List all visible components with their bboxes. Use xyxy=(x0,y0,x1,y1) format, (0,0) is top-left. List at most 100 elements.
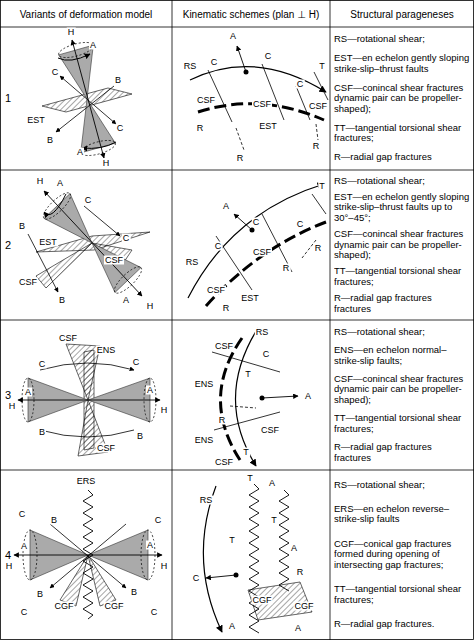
sketch-label: CSF xyxy=(104,256,124,265)
sketch-stroke xyxy=(206,575,236,578)
sketch-stroke xyxy=(40,363,134,370)
sketch-label: B xyxy=(18,222,26,231)
sketch-label: C xyxy=(296,80,305,89)
sketch-stroke xyxy=(190,67,326,92)
sketch-label: C xyxy=(122,234,131,243)
sketch-stroke xyxy=(206,222,326,306)
sketch-stroke xyxy=(312,194,326,214)
sketch-stroke xyxy=(0,470,474,471)
sketch-label: C xyxy=(192,574,201,583)
sketch-stroke xyxy=(44,194,92,243)
column-header: Structural parageneses xyxy=(331,1,473,27)
paragenesis-entry: CGF—conical gap fractures formed during … xyxy=(334,539,471,571)
sketch-stroke xyxy=(82,142,116,148)
sketch-label: C xyxy=(150,608,159,617)
sketch-label: R xyxy=(296,568,305,577)
sketch-label: A xyxy=(304,392,312,401)
kinematic-scheme-4 xyxy=(203,484,312,633)
paragenesis-entry: TT—tangential torsional shear fractures; xyxy=(334,413,471,434)
sketch-stroke xyxy=(0,170,474,171)
sketch-stroke xyxy=(84,206,120,236)
paragenesis-entry: RS—rotational shear; xyxy=(334,34,471,45)
paragenesis-entry: R—radial gap fractures fractures xyxy=(334,442,471,463)
sketch-stroke xyxy=(262,64,284,120)
sketch-label: RS xyxy=(183,62,198,71)
paragenesis-entry: RS—rotational shear; xyxy=(334,480,471,491)
sketch-label: CGF xyxy=(104,602,125,611)
deformation-model-3 xyxy=(18,344,160,456)
sketch-stroke xyxy=(56,86,114,132)
sketch-label: C xyxy=(296,220,305,229)
sketch-label: RS xyxy=(185,258,200,267)
sketch-label: A xyxy=(146,541,154,550)
sketch-label: T xyxy=(318,62,326,71)
paragenesis-entry: R—radial gap fractures xyxy=(334,152,471,163)
sketch-stroke xyxy=(203,486,222,632)
sketch-label: B xyxy=(50,516,58,525)
row-number: 2 xyxy=(4,240,12,251)
paragenesis-entry: RS—rotational shear; xyxy=(334,327,471,338)
sketch-label: C xyxy=(116,124,125,133)
sketch-label: A xyxy=(268,479,276,488)
column-header: Variants of deformation model xyxy=(2,1,170,27)
sketch-stroke xyxy=(330,0,331,640)
sketch-label: A xyxy=(222,202,230,211)
sketch-stroke xyxy=(60,76,116,124)
sketch-stroke xyxy=(236,128,244,150)
paragenesis-entry: EST—en echelon gently sloping strike-sli… xyxy=(334,53,471,74)
sketch-label: H xyxy=(8,402,17,411)
kinematic-scheme-3 xyxy=(212,328,298,466)
sketch-stroke xyxy=(50,524,126,588)
sketch-stroke xyxy=(262,214,292,272)
sketch-label: CSF xyxy=(308,102,328,111)
paragenesis-entry: TT—tangential torsional shear fractures; xyxy=(334,584,471,605)
sketch-stroke xyxy=(237,46,246,72)
sketch-stroke xyxy=(58,54,90,60)
sketch-label: A xyxy=(290,544,298,553)
sketch-label: T xyxy=(244,370,252,379)
sketch-label: EST xyxy=(240,294,260,303)
paragenesis-cell: RS—rotational shear; EST—en echelon gentl… xyxy=(334,173,471,317)
sketch-label: CGF xyxy=(54,602,75,611)
sketch-label: C xyxy=(210,58,219,67)
sketch-label: CSF xyxy=(96,444,116,453)
sketch-stroke xyxy=(234,214,252,230)
sketch-label: R xyxy=(312,142,321,151)
sketch-stroke xyxy=(314,72,328,100)
sketch-label: A xyxy=(24,388,32,397)
sketch-label: R xyxy=(222,304,231,313)
sketch-label: A xyxy=(294,624,302,633)
sketch-label: C xyxy=(264,52,273,61)
paragenesis-entry: CSF—conincal shear fractures dynamic pai… xyxy=(334,374,471,406)
paragenesis-entry: EST—en echelon gently sloping strike-sli… xyxy=(334,192,471,224)
paragenesis-entry: R—radial gap fractures. xyxy=(334,619,471,630)
sketch-label: B xyxy=(58,296,66,305)
sketch-label: R xyxy=(314,244,323,253)
sketch-label: A xyxy=(76,148,84,157)
sketch-label: H xyxy=(102,159,111,168)
sketch-label: CSF xyxy=(18,278,38,287)
sketch-label: B xyxy=(136,432,144,441)
sketch-stroke xyxy=(262,396,298,398)
sketch-label: EST xyxy=(26,116,46,125)
sketch-label: T xyxy=(228,536,236,545)
paragenesis-entry: RS—rotational shear; xyxy=(334,176,471,187)
paragenesis-entry: ENS—en echelon normal–strike-slip faults… xyxy=(334,345,471,366)
sketch-label: C xyxy=(154,516,163,525)
sketch-stroke xyxy=(172,0,173,640)
sketch-label: CSF xyxy=(58,334,78,343)
sketch-label: CGF xyxy=(252,596,273,605)
sketch-stroke xyxy=(188,184,324,298)
sketch-stroke xyxy=(44,191,142,296)
sketch-label: C xyxy=(51,68,60,77)
sketch-label: C xyxy=(132,358,141,367)
paragenesis-entry: ERS—en echelon reverse–strike-slip fault… xyxy=(334,504,471,525)
sketch-stroke xyxy=(36,232,150,252)
sketch-stroke xyxy=(44,194,66,215)
sketch-label: EST xyxy=(258,122,278,131)
sketch-label: C xyxy=(38,360,47,369)
sketch-label: H xyxy=(36,177,45,186)
sketch-label: R xyxy=(236,154,245,163)
sketch-label: A xyxy=(122,296,130,305)
sketch-label: CSF xyxy=(260,426,280,435)
